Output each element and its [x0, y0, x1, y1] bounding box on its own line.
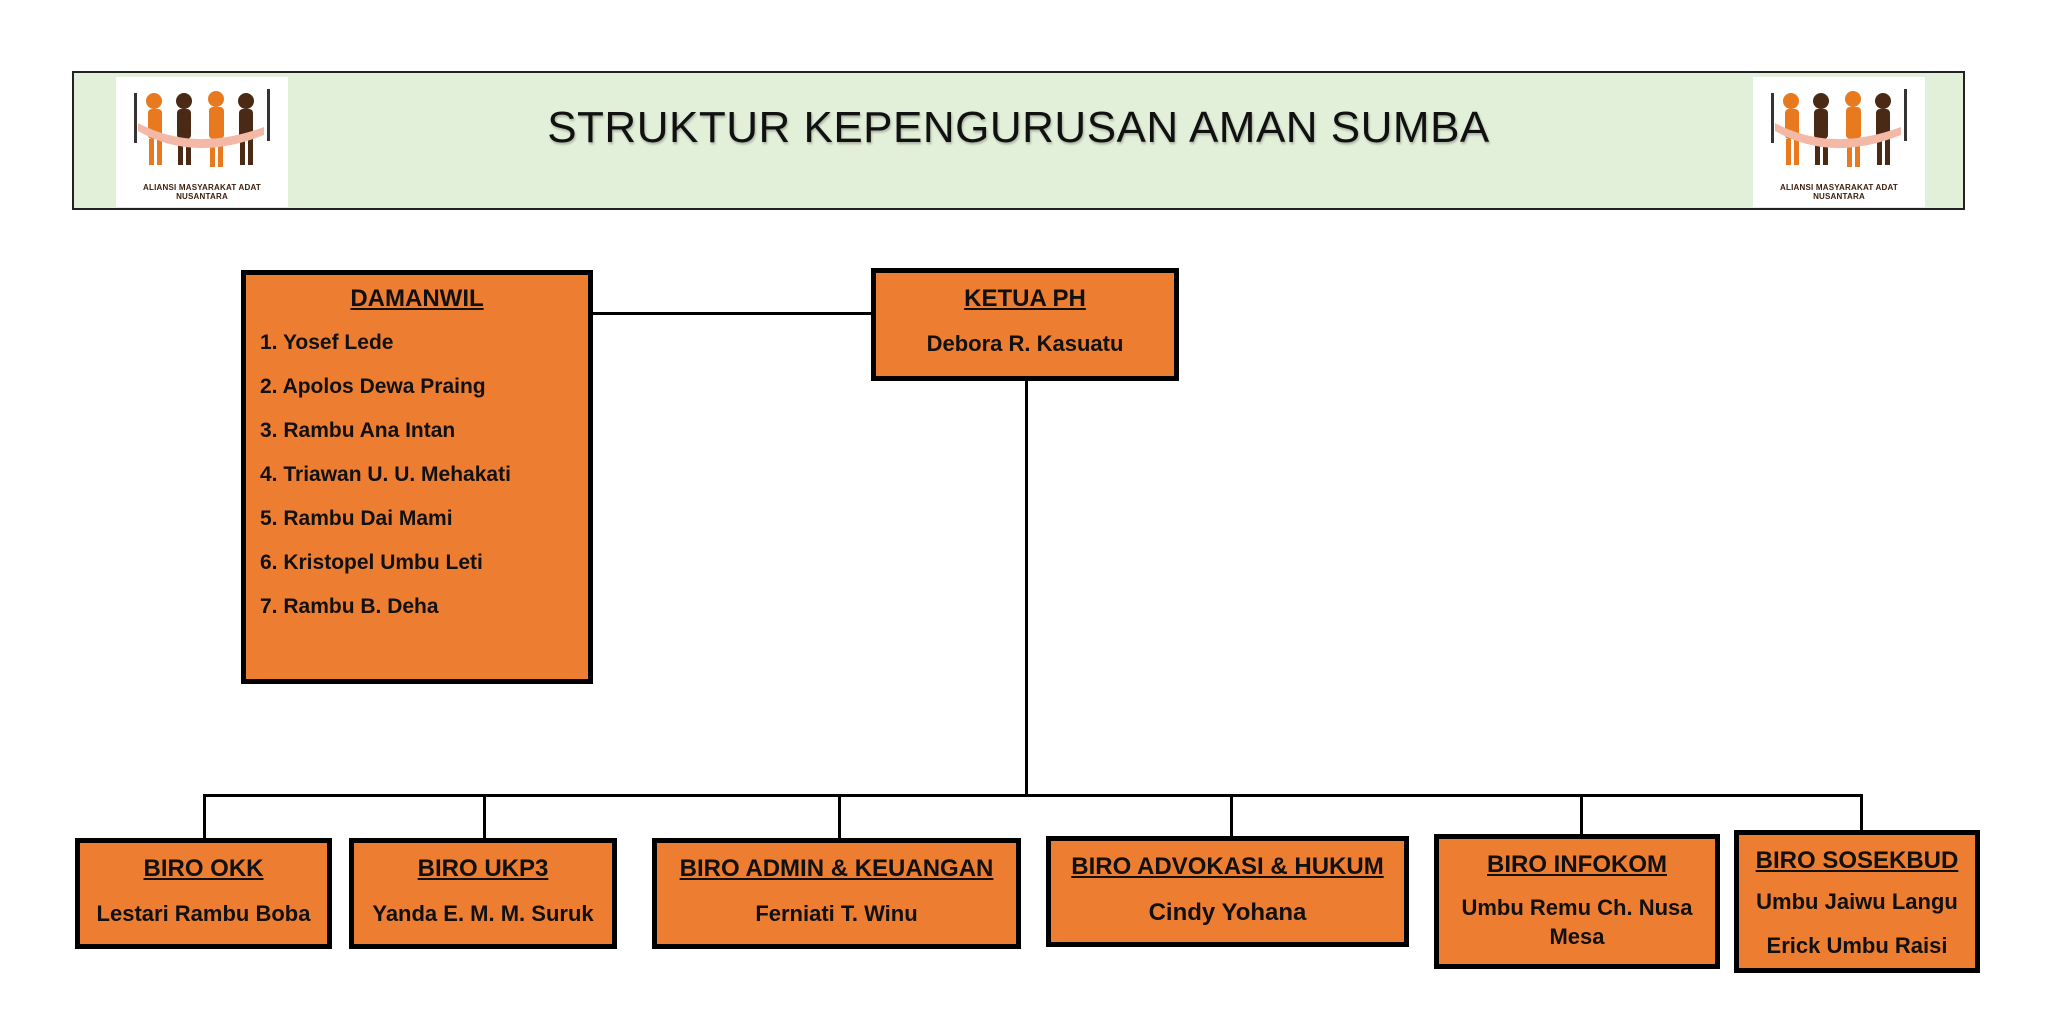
biro-member: Ferniati T. Winu — [755, 901, 918, 926]
damanwil-member: 6. Kristopel Umbu Leti — [260, 551, 483, 574]
damanwil-box: DAMANWIL 1. Yosef Lede 2. Apolos Dewa Pr… — [241, 270, 593, 684]
connector-biro-advokasi — [1230, 794, 1233, 840]
damanwil-member: 1. Yosef Lede — [260, 331, 394, 354]
title-banner: ALIANSI MASYARAKAT ADAT NUSANTARA STRUKT… — [72, 71, 1965, 210]
damanwil-title: DAMANWIL — [350, 285, 484, 312]
damanwil-member: 7. Rambu B. Deha — [260, 595, 439, 618]
aman-logo-left: ALIANSI MASYARAKAT ADAT NUSANTARA — [116, 77, 288, 207]
ketua-name: Debora R. Kasuatu — [926, 331, 1124, 356]
page-title: STRUKTUR KEPENGURUSAN AMAN SUMBA — [547, 103, 1490, 152]
biro-member: Cindy Yohana — [1148, 899, 1307, 926]
biro-title: BIRO OKK — [143, 855, 264, 882]
damanwil-member: 4. Triawan U. U. Mehakati — [260, 463, 511, 486]
logo-caption: ALIANSI MASYARAKAT ADAT NUSANTARA — [1780, 183, 1898, 201]
biro-sosekbud-box: BIRO SOSEKBUD Umbu Jaiwu Langu Erick Umb… — [1734, 830, 1980, 973]
damanwil-member: 5. Rambu Dai Mami — [260, 507, 453, 530]
aman-logo-right: ALIANSI MASYARAKAT ADAT NUSANTARA — [1753, 77, 1925, 207]
biro-title: BIRO UKP3 — [417, 855, 549, 882]
biro-infokom-box: BIRO INFOKOM Umbu Remu Ch. Nusa Mesa — [1434, 834, 1720, 969]
ketua-title: KETUA PH — [964, 285, 1086, 312]
damanwil-member: 2. Apolos Dewa Praing — [260, 375, 486, 398]
connector-biro-admin — [838, 794, 841, 842]
biro-okk-box: BIRO OKK Lestari Rambu Boba — [75, 838, 332, 949]
connector-biro-sosekbud — [1860, 794, 1863, 834]
biro-member: Erick Umbu Raisi — [1766, 933, 1948, 958]
biro-member: Lestari Rambu Boba — [96, 901, 311, 926]
damanwil-member-list: 1. Yosef Lede 2. Apolos Dewa Praing 3. R… — [246, 321, 588, 629]
logo-caption: ALIANSI MASYARAKAT ADAT NUSANTARA — [143, 183, 261, 201]
connector-biro-infokom — [1580, 794, 1583, 838]
biro-member: Yanda E. M. M. Suruk — [372, 901, 594, 926]
connector-damanwil-ketua — [592, 312, 876, 315]
ketua-box: KETUA PH Debora R. Kasuatu — [871, 268, 1179, 381]
biro-member: Umbu Remu Ch. Nusa Mesa — [1461, 895, 1693, 949]
connector-ketua-trunk — [1025, 378, 1028, 796]
biro-admin-box: BIRO ADMIN & KEUANGAN Ferniati T. Winu — [652, 838, 1021, 949]
biro-ukp3-box: BIRO UKP3 Yanda E. M. M. Suruk — [349, 838, 617, 949]
biro-title: BIRO SOSEKBUD — [1755, 847, 1959, 874]
connector-biro-okk — [203, 794, 206, 842]
dancers-icon — [134, 89, 270, 167]
damanwil-member: 3. Rambu Ana Intan — [260, 419, 456, 442]
biro-member: Umbu Jaiwu Langu — [1756, 889, 1958, 914]
biro-title: BIRO ADMIN & KEUANGAN — [679, 855, 994, 882]
biro-title: BIRO ADVOKASI & HUKUM — [1071, 853, 1384, 880]
biro-title: BIRO INFOKOM — [1487, 851, 1667, 878]
connector-biro-ukp3 — [483, 794, 486, 842]
dancers-icon — [1771, 89, 1907, 167]
biro-advokasi-box: BIRO ADVOKASI & HUKUM Cindy Yohana — [1046, 836, 1409, 947]
connector-biro-bar — [203, 794, 1863, 797]
